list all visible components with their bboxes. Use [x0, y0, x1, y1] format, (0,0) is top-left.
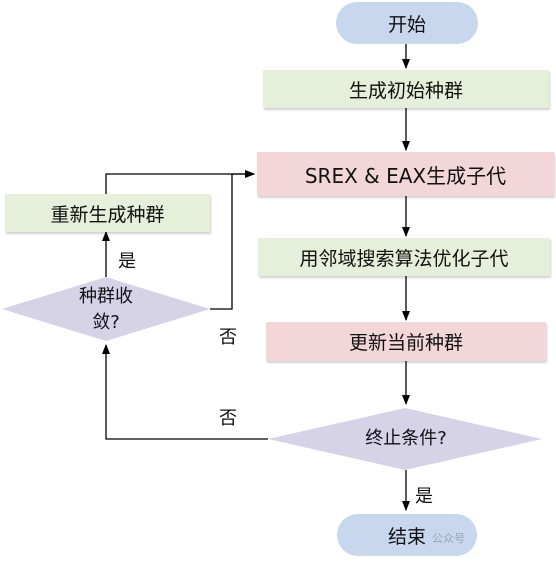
- end-node: 结束: [337, 514, 477, 556]
- local-search-node: 用邻域搜索算法优化子代: [258, 238, 550, 276]
- edge-regenerate-to-srex: [105, 170, 255, 194]
- start-node: 开始: [336, 2, 478, 44]
- edge-termination-no-to-convergence: [102, 344, 268, 440]
- termination-decision-shape: [268, 408, 542, 470]
- convergence-decision-shape: [2, 277, 210, 341]
- watermark-text: 公众号: [432, 532, 465, 545]
- convergence-label-line2: 敛?: [92, 312, 120, 333]
- convergence-no-label: 否: [219, 327, 237, 348]
- convergence-label-line1: 种群收: [79, 286, 133, 307]
- edge-convergence-no-to-srex: [210, 170, 255, 310]
- termination-yes-label: 是: [415, 486, 433, 507]
- termination-no-label: 否: [219, 408, 237, 429]
- regenerate-population-node: 重新生成种群: [5, 194, 210, 232]
- update-population-node: 更新当前种群: [266, 322, 546, 361]
- init-population-node: 生成初始种群: [263, 70, 549, 108]
- srex-eax-node: SREX & EAX生成子代: [257, 152, 554, 196]
- convergence-decision-label: 种群收 敛?: [46, 283, 166, 337]
- termination-decision-label: 终止条件?: [365, 428, 447, 449]
- convergence-yes-label: 是: [118, 251, 136, 272]
